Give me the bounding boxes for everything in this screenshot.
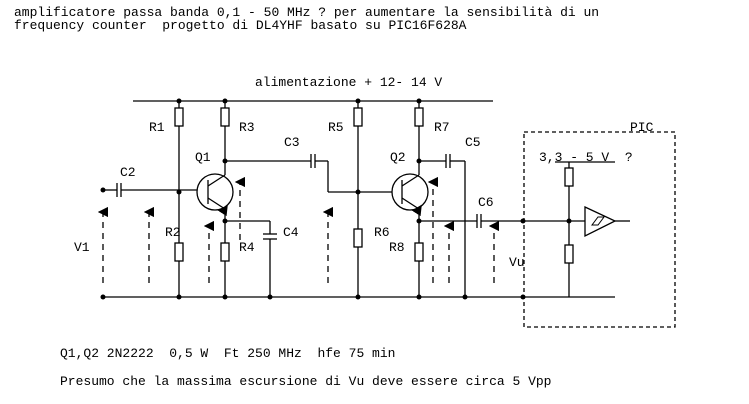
stage-1 xyxy=(103,101,358,297)
title-line-1: amplificatore passa banda 0,1 - 50 MHz ?… xyxy=(14,5,600,20)
label-pic: PIC xyxy=(630,120,654,135)
stage-2 xyxy=(353,101,585,297)
transistor-q2 xyxy=(391,173,429,211)
label-pic-supply: 3,3 - 5 V ? xyxy=(539,150,633,165)
label-r8: R8 xyxy=(389,240,405,255)
resistor-r6 xyxy=(353,228,363,248)
label-v1: V1 xyxy=(74,240,90,255)
label-c6: C6 xyxy=(478,195,494,210)
label-c4: C4 xyxy=(283,225,299,240)
label-c3: C3 xyxy=(284,135,300,150)
label-r4: R4 xyxy=(239,240,255,255)
label-vu: Vu xyxy=(509,255,525,270)
resistor-r4 xyxy=(220,242,230,262)
label-r1: R1 xyxy=(149,120,165,135)
pic-box xyxy=(523,131,676,328)
title-line-2: frequency counter progetto di DL4YHF bas… xyxy=(14,18,467,33)
pic-input xyxy=(523,131,676,328)
label-c2: C2 xyxy=(120,165,136,180)
label-c5: C5 xyxy=(465,135,481,150)
resistor-r8 xyxy=(414,242,424,262)
junction-dots xyxy=(100,98,572,300)
resistor-r5 xyxy=(353,107,363,127)
label-q2: Q2 xyxy=(390,150,406,165)
note-output: Presumo che la massima escursione di Vu … xyxy=(60,374,552,389)
resistor-r2 xyxy=(174,242,184,262)
resistor-pulldown xyxy=(564,244,574,264)
resistor-r1 xyxy=(174,107,184,127)
voltage-arrows xyxy=(97,176,500,283)
supply-label: alimentazione + 12- 14 V xyxy=(255,75,442,90)
label-r2: R2 xyxy=(165,225,181,240)
label-r5: R5 xyxy=(328,120,344,135)
note-transistors: Q1,Q2 2N2222 0,5 W Ft 250 MHz hfe 75 min xyxy=(60,346,396,361)
label-r6: R6 xyxy=(374,225,390,240)
label-r7: R7 xyxy=(434,120,450,135)
resistor-r7 xyxy=(414,107,424,127)
transistor-q1 xyxy=(196,173,234,211)
resistor-r3 xyxy=(220,107,230,127)
label-q1: Q1 xyxy=(195,150,211,165)
label-r3: R3 xyxy=(239,120,255,135)
resistor-pullup xyxy=(564,167,574,187)
